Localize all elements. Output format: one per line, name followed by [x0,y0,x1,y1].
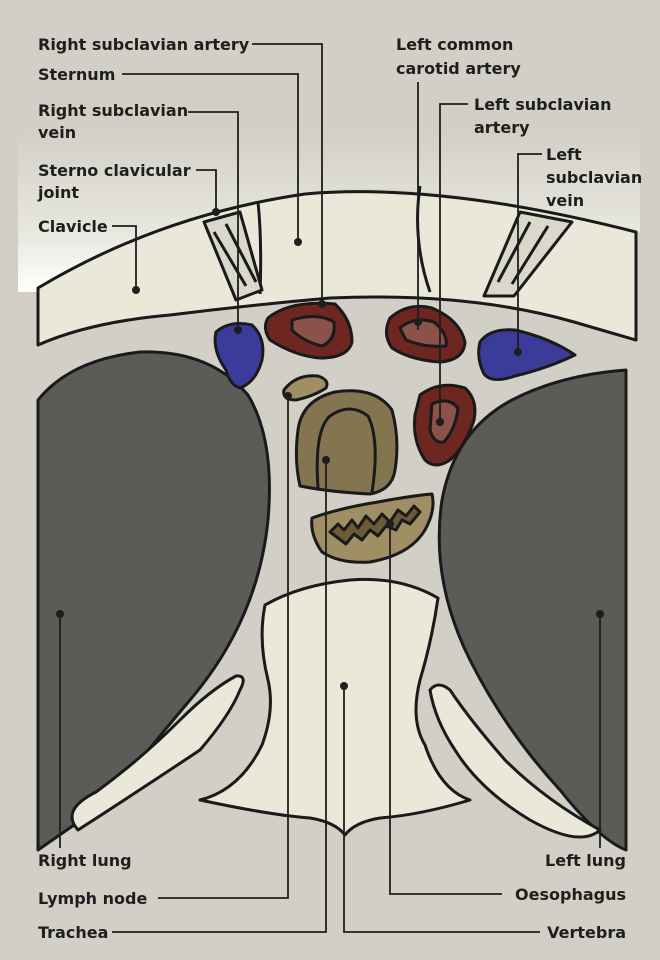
label-left-lung: Left lung [545,851,626,870]
label-right-lung: Right lung [38,851,132,870]
label-left-subclavian-vein-3: vein [546,191,584,210]
label-sternum: Sternum [38,65,115,84]
label-clavicle: Clavicle [38,217,108,236]
label-right-subclavian-vein-1: Right subclavian [38,101,188,120]
label-oesophagus: Oesophagus [515,885,626,904]
label-left-common-carotid-artery-1: Left common [396,35,513,54]
label-left-subclavian-artery-2: artery [474,118,530,137]
label-left-subclavian-artery-1: Left subclavian [474,95,611,114]
label-lymph-node: Lymph node [38,889,147,908]
label-left-subclavian-vein-2: subclavian [546,168,642,187]
label-left-subclavian-vein-1: Left [546,145,582,164]
label-sterno-clavicular-joint-1: Sterno clavicular [38,161,191,180]
label-right-subclavian-vein-2: vein [38,123,76,142]
label-trachea: Trachea [38,923,108,942]
label-vertebra: Vertebra [547,923,626,942]
label-right-subclavian-artery: Right subclavian artery [38,35,250,54]
label-left-common-carotid-artery-2: carotid artery [396,59,521,78]
trachea [296,391,397,494]
label-sterno-clavicular-joint-2: joint [37,183,79,202]
